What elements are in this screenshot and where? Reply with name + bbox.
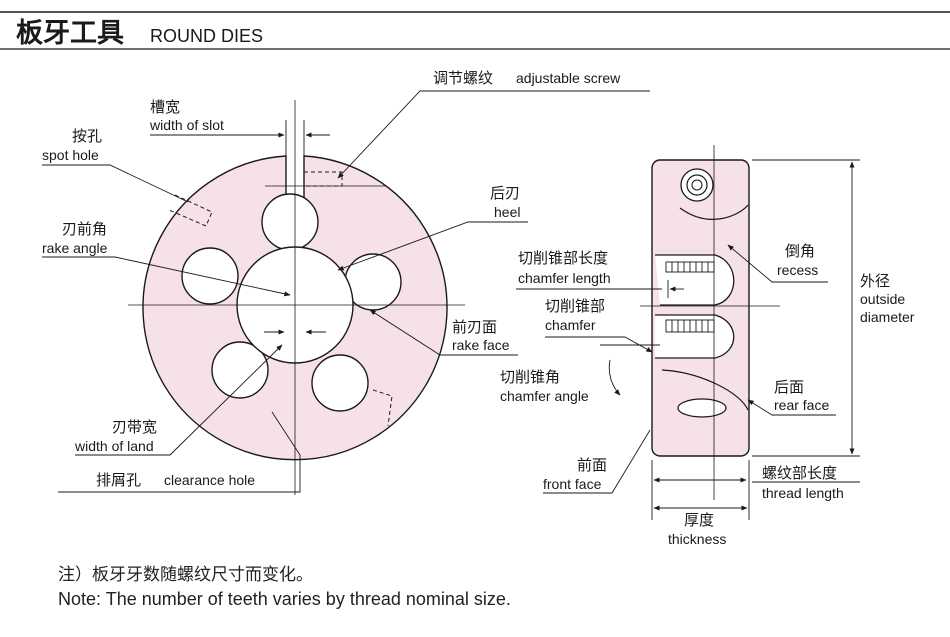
label-recess-cn: 倒角 xyxy=(785,242,815,260)
front-view-leaders xyxy=(42,90,650,493)
recess-groove-lower xyxy=(661,369,749,411)
label-clearance-hole-en: clearance hole xyxy=(164,472,255,488)
clearance-hole xyxy=(211,341,269,399)
recess-groove-upper xyxy=(679,204,749,220)
die-side-view xyxy=(640,145,780,500)
label-thickness-en: thickness xyxy=(668,531,726,547)
label-spot-hole-cn: 按孔 xyxy=(72,127,102,145)
label-outside-diameter-cn: 外径 xyxy=(860,272,890,290)
label-spot-hole-en: spot hole xyxy=(42,147,99,163)
note-en: Note: The number of teeth varies by thre… xyxy=(58,589,511,609)
label-outside-diameter-en1: outside xyxy=(860,291,905,307)
label-heel-cn: 后刃 xyxy=(490,184,520,202)
label-adjustable-screw-en: adjustable screw xyxy=(516,70,621,86)
clearance-hole xyxy=(311,354,369,412)
label-front-face-en: front face xyxy=(543,476,602,492)
note-cn: 注）板牙牙数随螺纹尺寸而变化。 xyxy=(58,565,313,585)
title-en: ROUND DIES xyxy=(150,26,263,46)
label-heel-en: heel xyxy=(494,204,520,220)
side-screw-inner xyxy=(686,174,708,196)
label-recess-en: recess xyxy=(777,262,818,278)
side-screw-outer xyxy=(680,168,714,202)
label-clearance-hole-cn: 排屑孔 xyxy=(96,471,141,489)
label-rake-angle-en: rake angle xyxy=(42,240,108,256)
label-adjustable-screw-cn: 调节螺纹 xyxy=(433,69,493,87)
label-chamfer-length-cn: 切削锥部长度 xyxy=(518,249,608,267)
label-width-of-slot-cn: 槽宽 xyxy=(150,98,180,116)
side-spot-hole xyxy=(677,398,727,418)
side-body xyxy=(651,159,750,457)
label-chamfer-cn: 切削锥部 xyxy=(545,297,605,315)
die-front-view xyxy=(128,100,465,495)
label-rear-face-en: rear face xyxy=(774,397,829,413)
labels: 调节螺纹 adjustable screw 槽宽 width of slot 按… xyxy=(42,69,915,547)
label-front-face-cn: 前面 xyxy=(577,456,607,474)
label-chamfer-length-en: chamfer length xyxy=(518,270,611,286)
label-width-of-land-en: width of land xyxy=(74,438,154,454)
label-rake-face-cn: 前刃面 xyxy=(452,318,497,336)
clearance-hole xyxy=(181,247,239,305)
label-rake-angle-cn: 刃前角 xyxy=(62,220,107,238)
clearance-hole xyxy=(261,193,319,251)
side-screw-core xyxy=(691,179,703,191)
label-chamfer-angle-cn: 切削锥角 xyxy=(500,368,560,386)
label-chamfer-en: chamfer xyxy=(545,317,596,333)
label-chamfer-angle-en: chamfer angle xyxy=(500,388,589,404)
label-width-of-slot-en: width of slot xyxy=(149,117,224,133)
label-outside-diameter-en2: diameter xyxy=(860,309,915,325)
label-rake-face-en: rake face xyxy=(452,337,510,353)
label-thread-length-cn: 螺纹部长度 xyxy=(762,464,837,482)
label-rear-face-cn: 后面 xyxy=(774,378,804,396)
header: 板牙工具 ROUND DIES xyxy=(0,11,950,50)
side-view-leaders xyxy=(516,159,860,520)
label-thickness-cn: 厚度 xyxy=(684,511,714,529)
title-cn: 板牙工具 xyxy=(16,18,124,49)
label-thread-length-en: thread length xyxy=(762,485,844,501)
label-width-of-land-cn: 刃带宽 xyxy=(112,418,157,436)
